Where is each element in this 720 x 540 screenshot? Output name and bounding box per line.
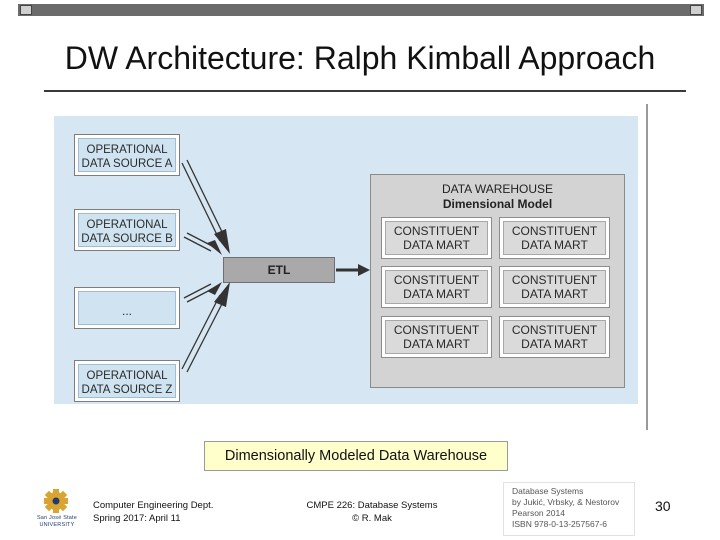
arrow-source-z-to-etl: [181, 282, 230, 373]
data-mart-box: CONSTITUENT DATA MART: [499, 217, 610, 259]
figure-caption: Dimensionally Modeled Data Warehouse: [204, 441, 508, 471]
logo-text-line2: UNIVERSITY: [39, 522, 75, 528]
logo-wordmark: San José State UNIVERSITY: [30, 515, 84, 529]
mart-line1: CONSTITUENT: [511, 323, 598, 337]
data-mart-box: CONSTITUENT DATA MART: [499, 266, 610, 308]
mart-line2: DATA MART: [403, 337, 470, 351]
source-z-line2: DATA SOURCE Z: [81, 384, 173, 396]
diagram-panel: OPERATIONAL DATA SOURCE A OPERATIONAL DA…: [54, 116, 638, 404]
source-a-line1: OPERATIONAL: [86, 144, 168, 156]
source-box-ellipsis: ...: [74, 287, 180, 329]
source-z-line1: OPERATIONAL: [86, 370, 168, 382]
mart-line1: CONSTITUENT: [511, 224, 598, 238]
mart-line2: DATA MART: [521, 337, 588, 351]
data-mart-box: CONSTITUENT DATA MART: [381, 217, 492, 259]
source-box-z: OPERATIONAL DATA SOURCE Z: [74, 360, 180, 402]
footer-dept-info: Computer Engineering Dept. Spring 2017: …: [93, 499, 213, 525]
mart-line2: DATA MART: [521, 287, 588, 301]
footer-date: Spring 2017: April 11: [93, 513, 181, 524]
top-bar-left-box: [20, 5, 32, 15]
flow-arrows: [181, 159, 370, 373]
data-mart-box: CONSTITUENT DATA MART: [381, 316, 492, 358]
book-reference: Database Systems by Jukić, Vrbsky, & Nes…: [503, 482, 635, 536]
ref-isbn: ISBN 978-0-13-257567-6: [512, 519, 607, 529]
logo-text-line1: San José State: [36, 515, 78, 521]
warehouse-subtitle: Dimensional Model: [442, 197, 553, 211]
arrow-etl-to-warehouse: [336, 264, 370, 276]
mart-line2: DATA MART: [403, 287, 470, 301]
etl-box: ETL: [223, 257, 335, 283]
mart-line2: DATA MART: [521, 238, 588, 252]
top-bar-right-box: [690, 5, 702, 15]
data-mart-box: CONSTITUENT DATA MART: [381, 266, 492, 308]
source-b-line1: OPERATIONAL: [86, 219, 168, 231]
title-divider: [44, 90, 686, 92]
footer-dept: Computer Engineering Dept.: [93, 500, 214, 511]
data-mart-box: CONSTITUENT DATA MART: [499, 316, 610, 358]
footer-course: CMPE 226: Database Systems: [306, 500, 438, 511]
architecture-figure: OPERATIONAL DATA SOURCE A OPERATIONAL DA…: [46, 104, 648, 430]
arrow-source-ellipsis-to-etl: [183, 282, 222, 303]
footer-course-info: CMPE 226: Database Systems © R. Mak: [290, 499, 454, 525]
footer-copyright: © R. Mak: [352, 513, 392, 524]
slide-title: DW Architecture: Ralph Kimball Approach: [64, 40, 656, 76]
page-number: 30: [655, 498, 671, 514]
source-a-line2: DATA SOURCE A: [81, 158, 173, 170]
source-ellipsis-label: ...: [121, 304, 132, 318]
source-box-b: OPERATIONAL DATA SOURCE B: [74, 209, 180, 251]
mart-line1: CONSTITUENT: [393, 224, 480, 238]
source-b-line2: DATA SOURCE B: [81, 233, 173, 245]
mart-line2: DATA MART: [403, 238, 470, 252]
mart-line1: CONSTITUENT: [393, 273, 480, 287]
mart-line1: CONSTITUENT: [511, 273, 598, 287]
top-decorative-bar: [18, 2, 704, 16]
sjsu-logo-icon: [44, 489, 68, 513]
mart-line1: CONSTITUENT: [393, 323, 480, 337]
warehouse-title: DATA WAREHOUSE: [441, 182, 554, 196]
ref-publisher: Pearson 2014: [512, 508, 565, 518]
arrow-source-a-to-etl: [181, 159, 230, 254]
arrow-source-b-to-etl: [183, 232, 222, 255]
ref-authors: by Jukić, Vrbsky, & Nestorov: [512, 497, 620, 507]
ref-title: Database Systems: [512, 486, 584, 496]
source-box-a: OPERATIONAL DATA SOURCE A: [74, 134, 180, 176]
data-warehouse-box: DATA WAREHOUSE Dimensional Model CONSTIT…: [370, 174, 625, 388]
